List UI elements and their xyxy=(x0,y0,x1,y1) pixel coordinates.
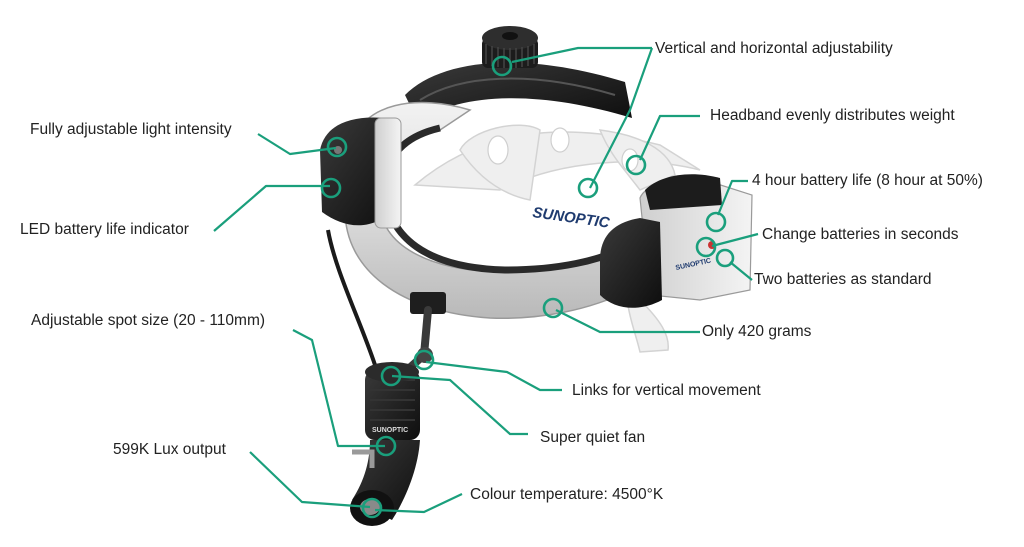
leader-fan xyxy=(391,374,528,436)
battery-pack xyxy=(600,174,753,308)
brand-mark-lamp: SUNOPTIC xyxy=(372,427,408,434)
leader-weight xyxy=(555,309,700,334)
leader-vertical-horizontal xyxy=(511,46,652,64)
label-colour-temp: Colour temperature: 4500°K xyxy=(470,486,664,503)
ring-front-strap xyxy=(577,177,599,199)
leader-light-intensity xyxy=(257,133,337,156)
ring-headband-weight xyxy=(625,154,647,176)
headband-clip xyxy=(410,292,446,314)
leader-change-batteries xyxy=(711,232,759,248)
ring-change-batteries xyxy=(695,236,717,258)
label-lux: 599K Lux output xyxy=(113,441,226,458)
callout-rings xyxy=(320,55,735,519)
label-change-batteries: Change batteries in seconds xyxy=(762,226,959,243)
ring-links xyxy=(413,349,435,371)
ring-two-batteries xyxy=(715,248,735,268)
label-two-batteries: Two batteries as standard xyxy=(754,271,932,288)
label-headband-weight: Headband evenly distributes weight xyxy=(710,107,955,124)
brand-mark-headband: SUNOPTIC xyxy=(531,204,611,232)
ring-light-intensity xyxy=(326,136,348,158)
label-spot-size: Adjustable spot size (20 - 110mm) xyxy=(31,312,266,329)
leader-lines xyxy=(213,46,759,514)
ring-fan xyxy=(380,365,402,387)
leader-spot-size xyxy=(292,329,385,448)
label-links: Links for vertical movement xyxy=(572,382,761,399)
leader-headband-weight xyxy=(638,114,700,161)
label-led-indicator: LED battery life indicator xyxy=(20,221,189,238)
leader-battery-life xyxy=(716,179,748,216)
leader-front-arc xyxy=(589,47,654,189)
leader-links xyxy=(425,360,562,392)
label-weight: Only 420 grams xyxy=(702,323,812,340)
ring-weight xyxy=(542,297,564,319)
label-light-intensity: Fully adjustable light intensity xyxy=(30,121,232,138)
leader-colour-temp xyxy=(374,493,463,514)
power-cable xyxy=(326,229,377,366)
label-fan: Super quiet fan xyxy=(540,429,646,446)
ring-led-indicator xyxy=(320,177,342,199)
label-vertical-horizontal: Vertical and horizontal adjustability xyxy=(655,40,893,57)
top-strap xyxy=(405,62,632,122)
label-battery-life: 4 hour battery life (8 hour at 50%) xyxy=(752,172,983,189)
lamp-housing xyxy=(350,362,420,526)
ring-colour-temp xyxy=(361,497,383,519)
leader-two-batteries xyxy=(729,261,753,281)
leader-lux xyxy=(249,451,371,509)
ring-battery-life xyxy=(705,211,727,233)
leader-led-indicator xyxy=(213,184,330,232)
ring-spot-size xyxy=(375,435,397,457)
ring-vertical-horizontal xyxy=(491,55,513,77)
